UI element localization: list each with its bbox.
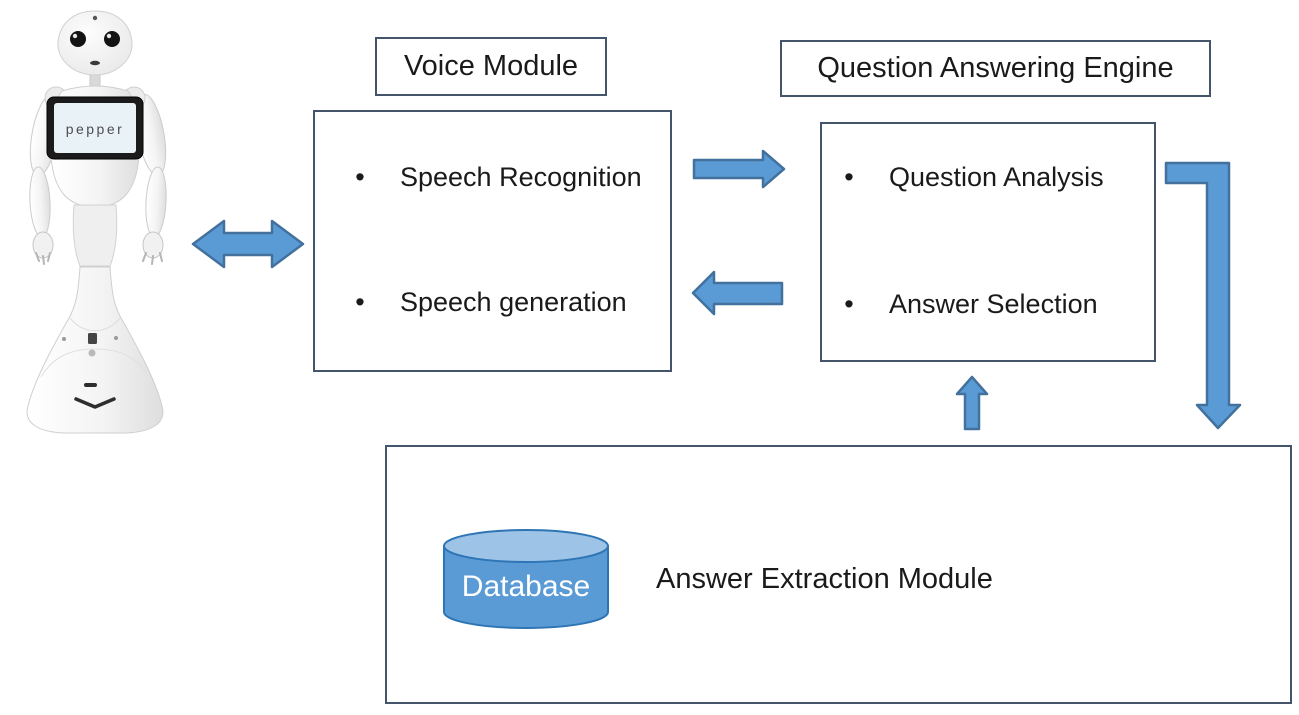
database-label: Database bbox=[462, 570, 590, 603]
robot-arms bbox=[29, 94, 167, 265]
voice-module-title-box: Voice Module bbox=[375, 37, 607, 96]
arrow-voice-to-qa-right-icon bbox=[692, 149, 786, 189]
answer-extraction-title: Answer Extraction Module bbox=[656, 563, 993, 595]
arrow-extraction-to-qa-up-icon bbox=[955, 375, 989, 431]
robot-head bbox=[57, 10, 133, 76]
voice-module-item-speech-recognition: Speech Recognition bbox=[315, 162, 642, 193]
robot-eyes bbox=[70, 31, 120, 47]
robot-mouth bbox=[90, 60, 100, 66]
tablet-screen-label: pepper bbox=[66, 121, 125, 137]
tablet-screen bbox=[54, 103, 136, 153]
base-power-mark bbox=[84, 383, 97, 387]
arrow-qa-to-voice-left-icon bbox=[691, 270, 784, 316]
bullet-item-label: Speech Recognition bbox=[400, 162, 642, 192]
bullet-item-label: Speech generation bbox=[400, 287, 627, 317]
bullet-item-label: Question Analysis bbox=[889, 162, 1104, 192]
qa-engine-item-question-analysis: Question Analysis bbox=[822, 162, 1104, 193]
qa-engine-box: Question Analysis Answer Selection bbox=[820, 122, 1156, 362]
voice-module-title: Voice Module bbox=[403, 50, 579, 82]
base-chevron-mark bbox=[74, 397, 116, 409]
robot-base bbox=[26, 266, 164, 434]
robot-forehead-sensor bbox=[92, 15, 98, 21]
qa-engine-title: Question Answering Engine bbox=[817, 52, 1174, 84]
qa-engine-item-answer-selection: Answer Selection bbox=[822, 289, 1098, 320]
pepper-robot-illustration: pepper bbox=[26, 10, 167, 434]
database-cylinder-icon: Database bbox=[442, 527, 610, 631]
bullet-item-label: Answer Selection bbox=[889, 289, 1098, 319]
voice-module-item-speech-generation: Speech generation bbox=[315, 287, 627, 318]
arrow-qa-to-extraction-elbow-icon bbox=[1164, 161, 1242, 430]
pepper-robot-image: pepper bbox=[8, 5, 188, 437]
robot-chest-tablet: pepper bbox=[46, 96, 144, 160]
voice-module-box: Speech Recognition Speech generation bbox=[313, 110, 672, 372]
arrow-robot-voice-bidirectional-icon bbox=[191, 219, 305, 269]
answer-extraction-box: Database Answer Extraction Module bbox=[385, 445, 1292, 704]
qa-engine-title-box: Question Answering Engine bbox=[780, 40, 1211, 97]
